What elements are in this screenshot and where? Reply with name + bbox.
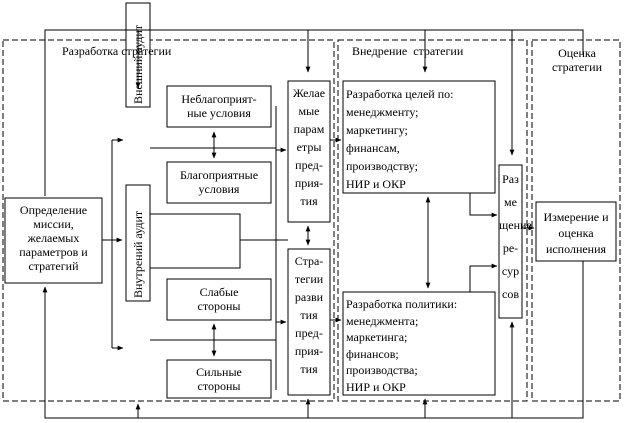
measurement-label: Измерение и оценка исполнения xyxy=(543,210,609,256)
strategy-dev-title: Разработка стратегии xyxy=(62,44,172,58)
evaluation-title: Оценка стратегии xyxy=(551,46,603,74)
resources-box xyxy=(498,164,523,319)
mission-box xyxy=(4,197,103,284)
policy-to-resources xyxy=(469,263,498,292)
strategies-box xyxy=(287,248,331,396)
internal-audit-label: Внутрений аудит xyxy=(131,210,145,298)
policy-label: Разработка политики: менеджмента; маркет… xyxy=(346,297,458,394)
internal-audit-box xyxy=(125,184,151,302)
mission-label: Определение миссии, желаемых параметров … xyxy=(19,203,88,273)
measurement-box xyxy=(535,201,617,262)
favorable-box xyxy=(166,161,272,204)
top-bus xyxy=(44,29,584,196)
weak-box xyxy=(166,278,272,321)
goals-label: Разработка целей по: менеджменту; маркет… xyxy=(346,87,454,191)
bottom-bus xyxy=(42,261,584,419)
unfavorable-box xyxy=(166,85,272,128)
resources-label: Раз ме щение ре- сур сов xyxy=(499,172,532,301)
unfavorable-label: Неблагоприят- ные условия xyxy=(181,92,257,120)
mid-bus xyxy=(150,213,241,269)
implementation-title: Внедрение стратегии xyxy=(352,44,464,58)
connectors xyxy=(42,29,584,419)
section-frames xyxy=(2,39,621,402)
implementation-frame xyxy=(337,39,528,402)
goals-to-resources xyxy=(469,193,498,218)
policy-box xyxy=(342,291,496,396)
desired-params-label: Желае мые парам етры пред- прия- тия xyxy=(292,86,326,208)
strategy-dev-frame xyxy=(2,39,335,402)
strategies-label: Стра- тегии разви тия пред- прия- тия xyxy=(294,254,324,376)
boxes xyxy=(4,2,617,399)
strong-label: Сильные стороны xyxy=(196,365,242,393)
goals-box xyxy=(342,80,496,194)
external-audit-label: Внешний аудит xyxy=(131,25,145,104)
favorable-label: Благоприятные условия xyxy=(179,168,259,196)
strong-box xyxy=(166,359,272,399)
weak-label: Слабые стороны xyxy=(197,285,241,313)
desired-params-box xyxy=(287,80,331,223)
